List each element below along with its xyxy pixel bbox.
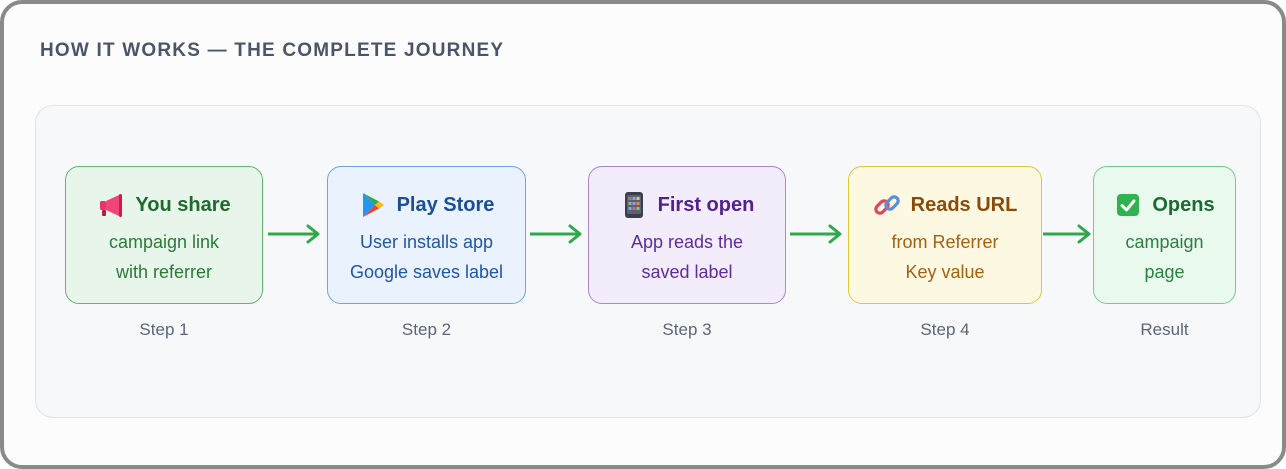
step-3-caption: Step 3 — [662, 320, 712, 339]
play-store-icon — [359, 191, 387, 219]
checkmark-icon — [1114, 191, 1142, 219]
step-4-line-1: from Referrer — [891, 232, 999, 252]
step-2-box: Play Store User installs app Google save… — [327, 166, 526, 304]
link-icon — [873, 191, 901, 219]
step-4-box: Reads URL from Referrer Key value — [848, 166, 1042, 304]
step-3-box: First open App reads the saved label — [588, 166, 786, 304]
step-2-title: Play Store — [396, 193, 495, 216]
megaphone-icon — [97, 191, 125, 219]
result-title: Opens — [1152, 193, 1215, 216]
step-4-line-2: Key value — [905, 262, 985, 282]
step-2-line-1: User installs app — [359, 232, 494, 252]
step-4-caption: Step 4 — [920, 320, 970, 339]
result-line-2: page — [1144, 262, 1185, 282]
arrow-step-3-to-4 — [790, 224, 842, 244]
step-4-title: Reads URL — [910, 193, 1018, 216]
step-1-line-2: with referrer — [115, 262, 213, 282]
step-2-line-2: Google saves label — [349, 262, 504, 282]
arrow-step-1-to-2 — [268, 224, 320, 244]
step-3-line-2: saved label — [641, 262, 733, 282]
step-1-title: You share — [135, 193, 231, 216]
step-2-caption: Step 2 — [401, 320, 452, 339]
step-1-caption: Step 1 — [139, 320, 189, 339]
phone-icon — [620, 191, 648, 219]
section-heading: HOW IT WORKS — THE COMPLETE JOURNEY — [40, 40, 505, 61]
arrow-step-4-to-result — [1043, 224, 1091, 244]
step-1-box: You share campaign link with referrer — [65, 166, 263, 304]
step-3-line-1: App reads the — [630, 232, 744, 252]
result-box: Opens campaign page — [1093, 166, 1236, 304]
arrow-step-2-to-3 — [530, 224, 582, 244]
result-line-1: campaign — [1125, 232, 1204, 252]
step-3-title: First open — [657, 193, 755, 216]
result-caption: Result — [1140, 320, 1189, 339]
step-1-line-1: campaign link — [108, 232, 220, 252]
